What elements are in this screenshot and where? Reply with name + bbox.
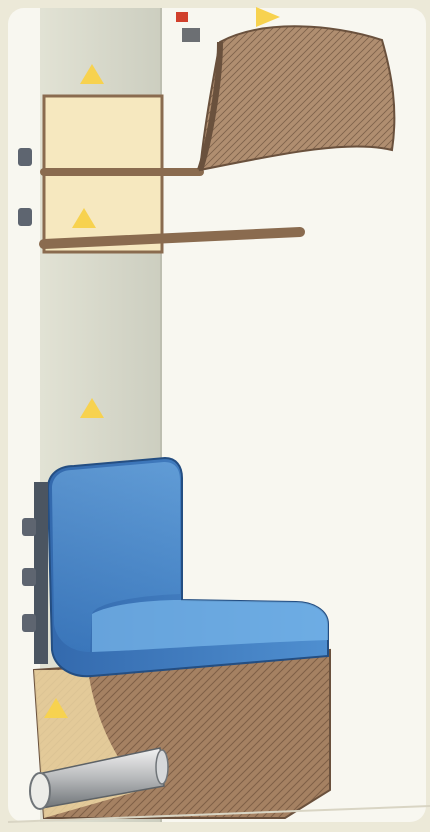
pipe-end: [30, 773, 50, 809]
wall-plate: [34, 482, 48, 664]
bolt-icon: [18, 208, 32, 226]
bolt-icon: [22, 568, 36, 586]
bolt-icon: [18, 148, 32, 166]
bolt-icon: [22, 614, 36, 632]
pipe-end: [156, 750, 168, 784]
bolt-icon: [182, 28, 200, 42]
bolt-icon: [22, 518, 36, 536]
